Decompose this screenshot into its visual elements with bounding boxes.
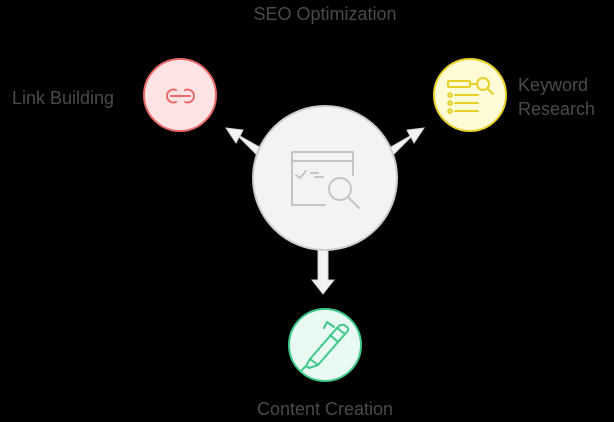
- arrow-to-content-creation: [310, 247, 336, 295]
- node-content-creation[interactable]: [288, 308, 362, 382]
- list-search-icon: [447, 77, 494, 114]
- node-link-building[interactable]: [143, 58, 217, 132]
- pen-icon: [301, 321, 350, 371]
- node-keyword-research[interactable]: [433, 58, 507, 132]
- keyword-research-label-line1: Keyword: [518, 75, 589, 95]
- link-building-label: Link Building: [12, 88, 115, 108]
- center-node[interactable]: [252, 105, 398, 251]
- browser-search-checklist-icon: [291, 151, 360, 209]
- keyword-research-label: Keyword Research: [518, 73, 595, 121]
- center-node-label: SEO Optimization: [253, 4, 397, 24]
- link-icon: [166, 88, 195, 104]
- content-creation-label: Content Creation: [256, 399, 394, 419]
- keyword-research-label-line2: Research: [518, 99, 596, 119]
